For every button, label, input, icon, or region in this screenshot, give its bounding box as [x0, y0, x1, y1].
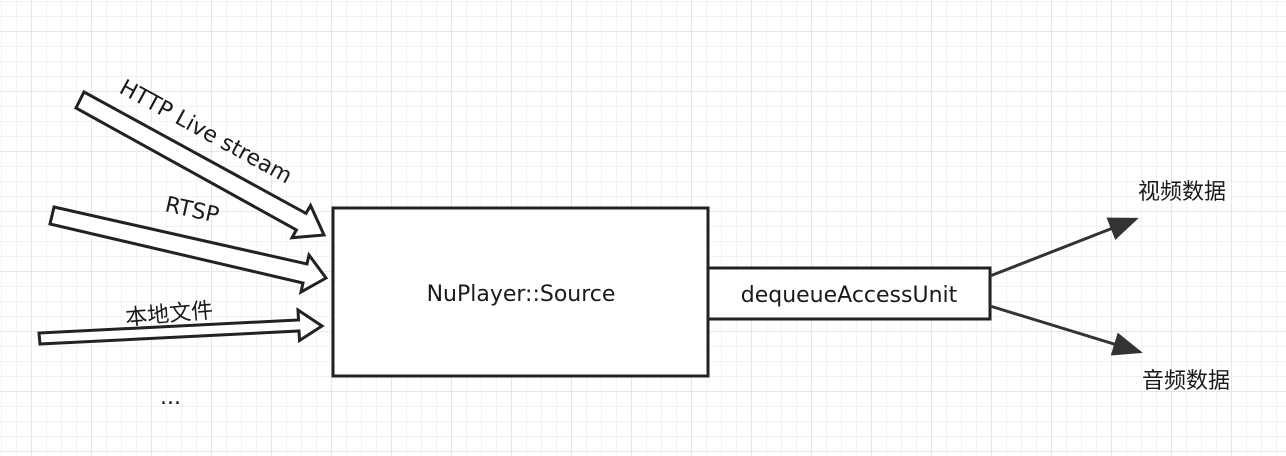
output-label-video: 视频数据 — [1138, 180, 1226, 205]
method-box-label: dequeueAccessUnit — [741, 283, 958, 308]
source-box-label: NuPlayer::Source — [427, 282, 616, 307]
output-label-audio: 音频数据 — [1142, 369, 1230, 394]
output-arrow-video — [989, 217, 1139, 278]
input-arrow-local-file — [37, 307, 325, 346]
input-label-more: ... — [160, 385, 181, 410]
method-box: dequeueAccessUnit — [706, 266, 992, 321]
output-arrow-audio — [989, 304, 1143, 356]
input-label-rtsp: RTSP — [163, 192, 221, 228]
input-arrow-rtsp — [48, 205, 329, 295]
source-box: NuPlayer::Source — [331, 206, 710, 378]
input-arrow-hls — [74, 89, 327, 240]
